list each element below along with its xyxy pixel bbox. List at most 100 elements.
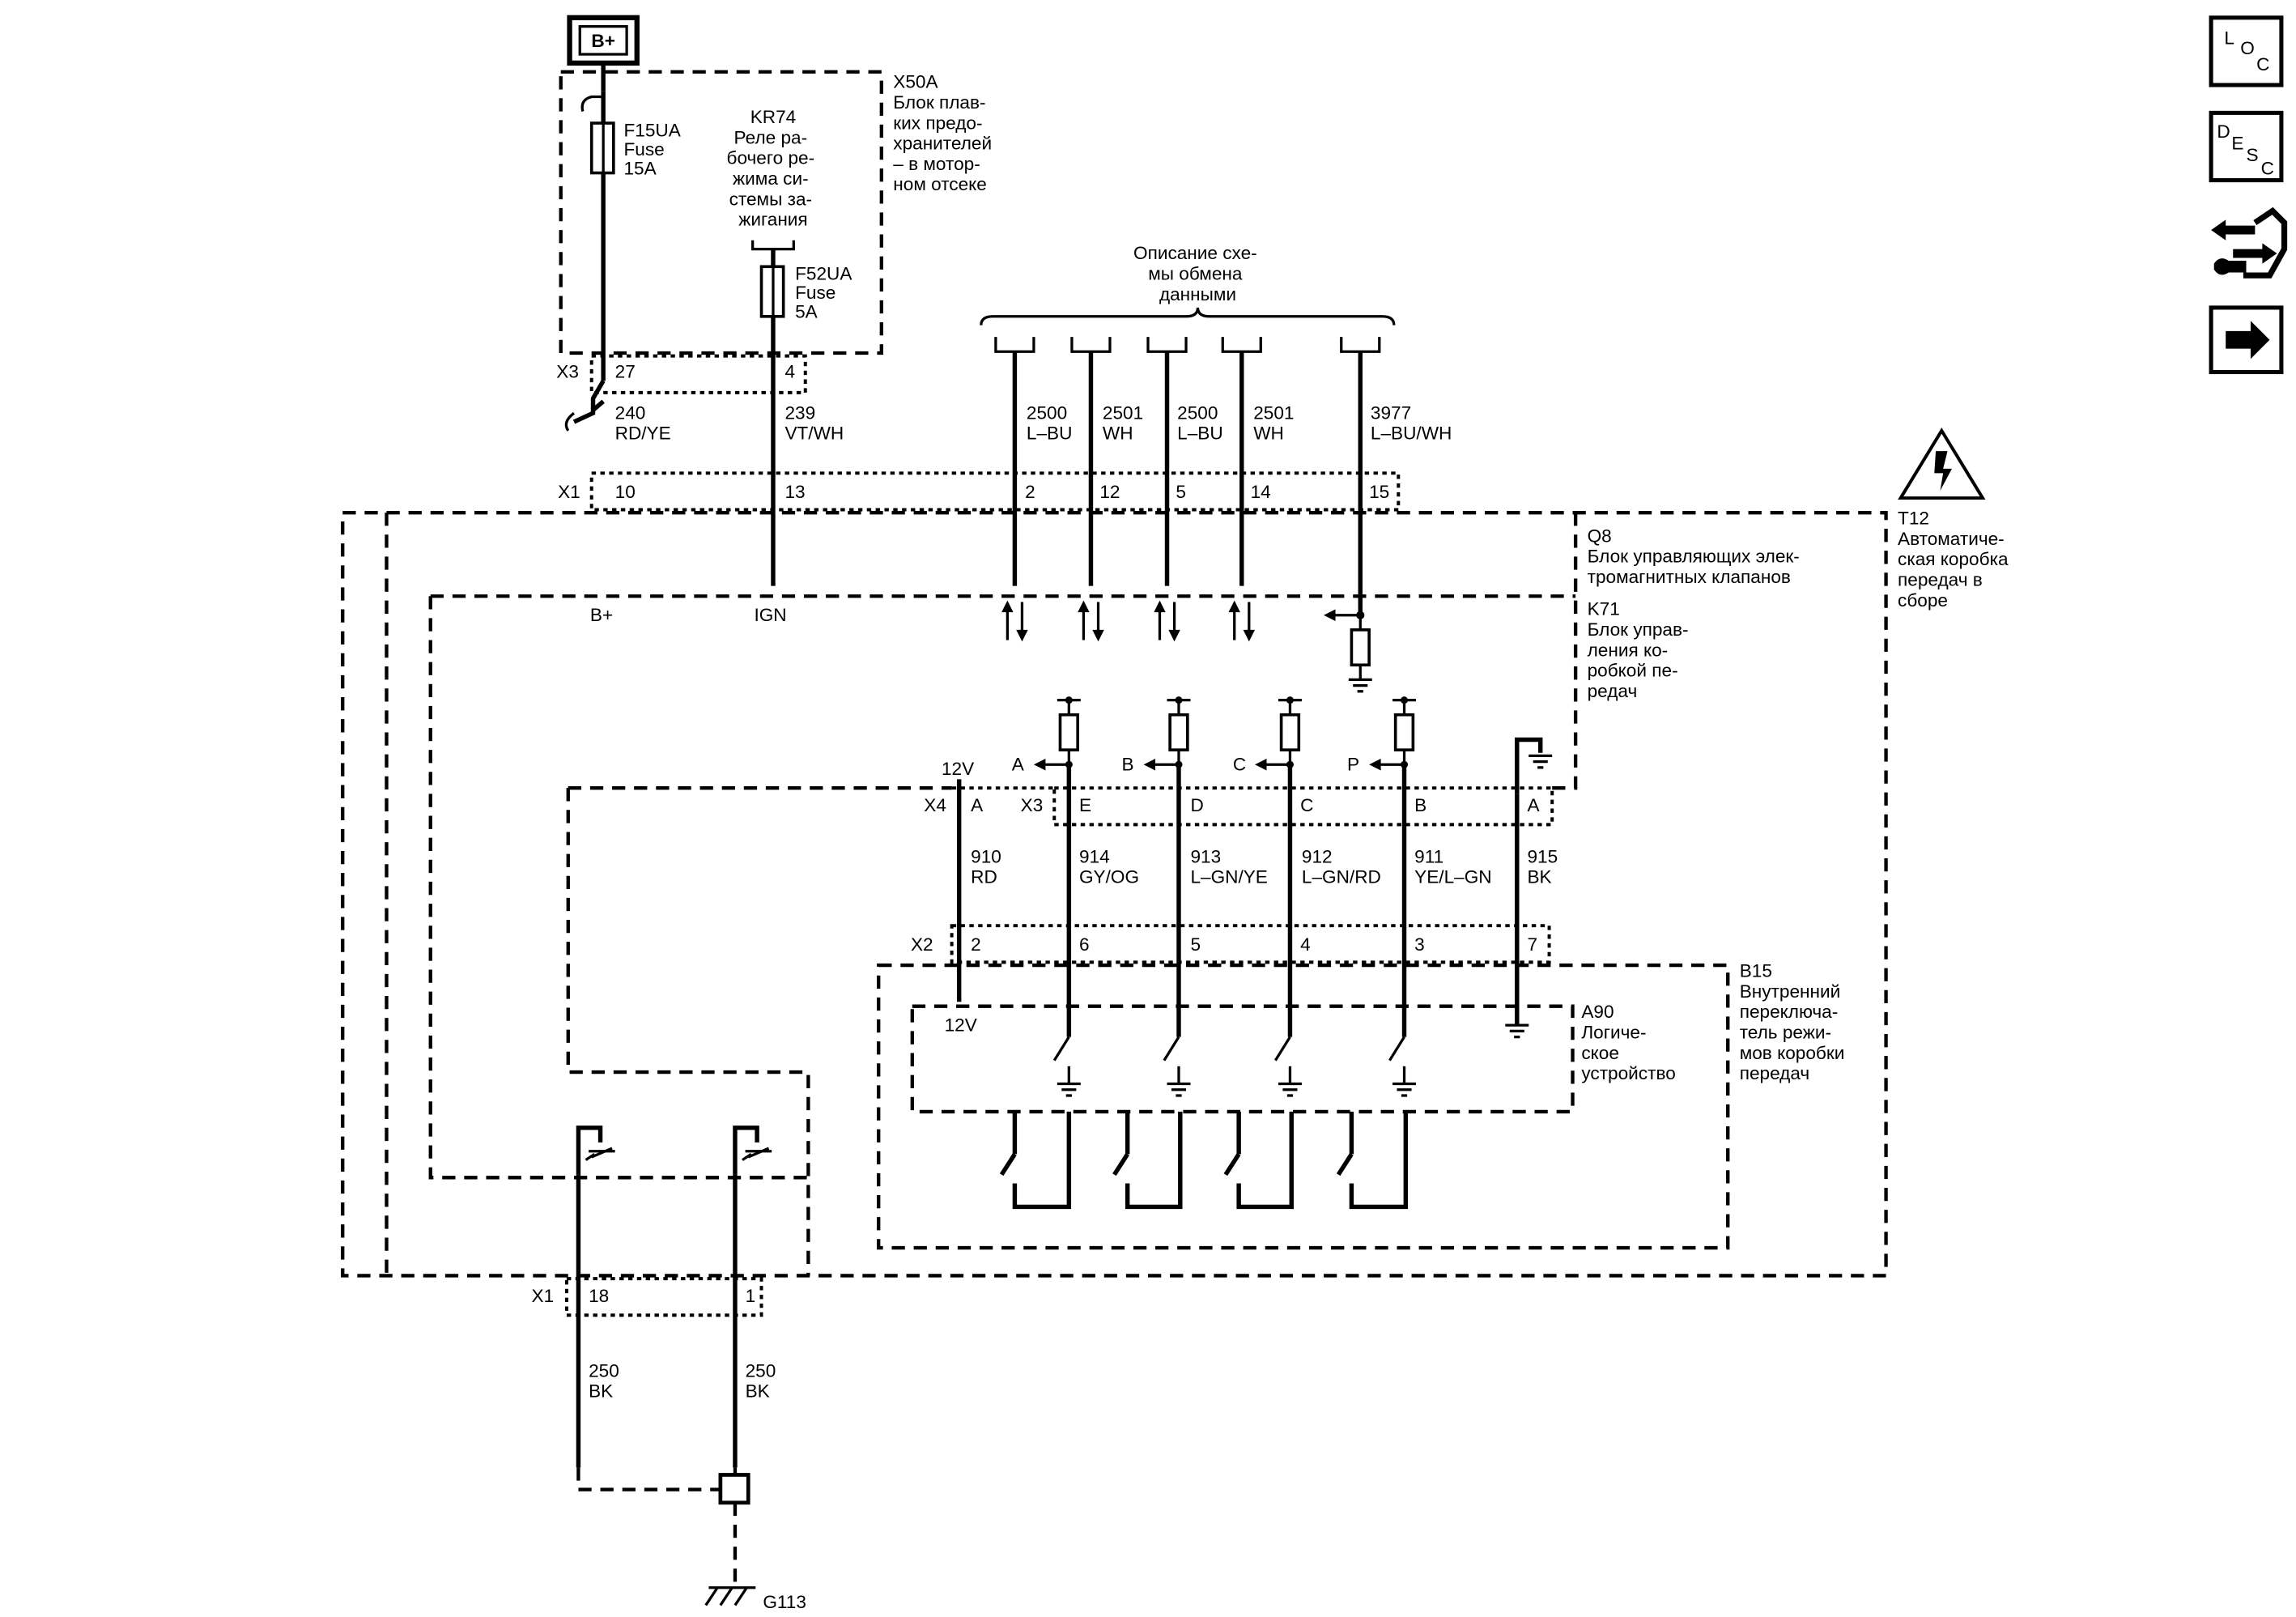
bus-wire-3-color: L–BU: [1177, 423, 1223, 444]
x3-pin-a: A: [1527, 795, 1540, 815]
k71-pin-ign: IGN: [754, 605, 786, 625]
battery-terminal: B+: [567, 15, 640, 66]
bus-wire-5-color: L–BU/WH: [1371, 423, 1452, 444]
f52ua-id: F52UA: [795, 264, 852, 284]
wire-250b-num: 250: [746, 1360, 776, 1381]
svg-text:O: O: [2240, 38, 2255, 58]
wire-915-color: BK: [1527, 867, 1551, 887]
svg-text:C: C: [2256, 54, 2269, 74]
bus-wire-4-color: WH: [1253, 423, 1284, 444]
x3-top-connector: [589, 354, 807, 394]
a90-desc: Логиче- ское устройство: [1581, 1022, 1675, 1083]
bus-wire-1-num: 2500: [1027, 402, 1067, 423]
x1-top-pin-2: 2: [1025, 482, 1035, 502]
wire-915-num: 915: [1527, 846, 1558, 866]
wire-250a-num: 250: [589, 1360, 619, 1381]
x3-pin-d: D: [1190, 795, 1203, 815]
k71-id: K71: [1588, 599, 1620, 619]
a90-ground-symbol: [1505, 1023, 1529, 1039]
chassis-ground-symbol-1: [585, 1147, 613, 1161]
x50a-id: X50A: [893, 72, 938, 92]
svg-text:L: L: [2224, 28, 2234, 48]
x1-bottom-connector: [564, 1277, 763, 1317]
x1-bottom-pin-1: 1: [746, 1286, 756, 1306]
x2-pin-2: 2: [971, 934, 981, 955]
bus-wire-3-num: 2500: [1177, 402, 1218, 423]
wire-910-num: 910: [971, 846, 1001, 866]
f52ua-type: Fuse: [795, 283, 835, 303]
wire-240-num: 240: [615, 402, 646, 423]
x2-connector: [950, 924, 1551, 964]
a90-output-switches: [1052, 1036, 1416, 1097]
x2-pin-7: 7: [1527, 934, 1537, 955]
data-comm-desc: Описание схе- мы обмена данными: [1133, 243, 1262, 304]
a90-12v-label: 12V: [945, 1015, 977, 1035]
x3-top-pin-4: 4: [784, 362, 795, 382]
desc-icon[interactable]: D E S C: [2209, 110, 2284, 183]
x1-top-connector: [589, 471, 1401, 512]
x1-top-pin-10: 10: [615, 482, 636, 502]
mode-switch-contacts: [999, 1111, 1409, 1210]
a90-id: A90: [1581, 1002, 1614, 1022]
x4-id: X4: [924, 795, 946, 815]
service-icon[interactable]: [2211, 206, 2288, 279]
k71-pin-bplus: B+: [590, 605, 613, 625]
x1-top-pin-5: 5: [1176, 482, 1186, 502]
k71-desc: Блок управ- ления ко- робкой пе- редач: [1588, 619, 1694, 701]
f15ua-rating: 15A: [623, 158, 657, 178]
input-letter-c: C: [1233, 754, 1246, 774]
input-letter-p: P: [1347, 754, 1359, 774]
x4-pin-a: A: [971, 795, 984, 815]
wire-913-color: L–GN/YE: [1190, 867, 1267, 887]
ground-splice: [718, 1473, 750, 1505]
g113-ground-icon: [704, 1586, 756, 1606]
input-letter-a: A: [1012, 754, 1025, 774]
kr74-relay-contact: [751, 240, 795, 251]
g113-label: G113: [763, 1592, 806, 1612]
battery-label: B+: [591, 31, 615, 51]
x1-top-id: X1: [558, 482, 580, 502]
wire-910-color: RD: [971, 867, 997, 887]
wire-239-color: VT/WH: [784, 423, 844, 444]
wire-240-color: RD/YE: [615, 423, 671, 444]
x3-pin-b: B: [1414, 795, 1426, 815]
svg-text:S: S: [2247, 145, 2259, 165]
kr74-desc: Реле ра- бочего ре- жима си- стемы за- ж…: [727, 127, 820, 229]
hv-warning-icon: [1898, 428, 1986, 500]
svg-text:D: D: [2217, 121, 2230, 142]
x2-pin-3: 3: [1414, 934, 1425, 955]
x3-pin-e: E: [1079, 795, 1091, 815]
wire-911-num: 911: [1414, 846, 1444, 866]
bus-wire-1-color: L–BU: [1027, 423, 1073, 444]
chassis-ground-symbol-2: [742, 1147, 770, 1161]
wire-239-num: 239: [784, 402, 815, 423]
t12-id: T12: [1898, 509, 1929, 529]
input-letter-b: B: [1121, 754, 1133, 774]
ground-symbol: [1348, 678, 1372, 693]
wire-250b-color: BK: [746, 1381, 770, 1402]
x1-bottom-pin-18: 18: [589, 1286, 609, 1306]
x2-pin-4: 4: [1300, 934, 1311, 955]
wire-914-color: GY/OG: [1079, 867, 1139, 887]
wire-912-num: 912: [1302, 846, 1333, 866]
loc-icon[interactable]: L O C: [2209, 15, 2284, 87]
k71-12v-label: 12V: [942, 759, 974, 779]
input-pullups: [1033, 696, 1416, 771]
x50a-fuse-block-outline: [559, 70, 883, 355]
f15ua-type: Fuse: [623, 139, 664, 160]
x1-top-pin-14: 14: [1251, 482, 1271, 502]
bus-wire-4-num: 2501: [1253, 402, 1294, 423]
q8-id: Q8: [1588, 526, 1612, 546]
svg-text:C: C: [2261, 158, 2274, 178]
b15-switch-outline: [877, 963, 1730, 1250]
x1-top-pin-13: 13: [784, 482, 805, 502]
x2-pin-6: 6: [1079, 934, 1090, 955]
x1-top-pin-12: 12: [1099, 482, 1120, 502]
x3-pin-c: C: [1300, 795, 1313, 815]
x1-bottom-id: X1: [532, 1286, 555, 1306]
t12-desc: Автоматиче- ская коробка передач в сборе: [1898, 529, 2013, 611]
b15-id: B15: [1740, 960, 1772, 981]
svg-text:E: E: [2231, 134, 2243, 154]
next-arrow-icon[interactable]: [2209, 305, 2284, 375]
